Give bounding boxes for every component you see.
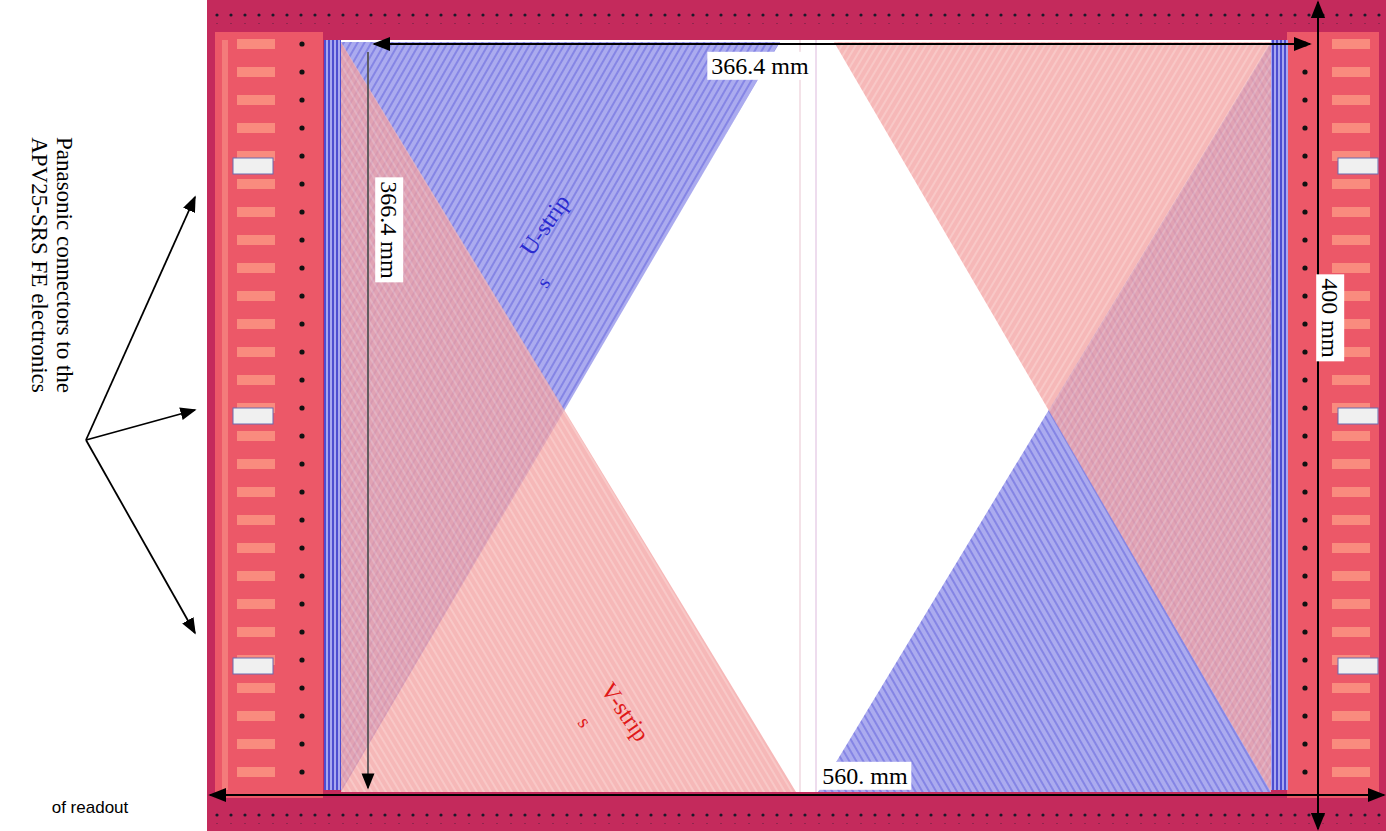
dimension-label: 560. mm (818, 762, 911, 790)
dimension-label: 366.4 mm (375, 177, 403, 282)
dimension-label: 400 mm (1316, 274, 1344, 361)
callout-text: Panasonic connectors to the APV25-SRS FE… (27, 120, 78, 410)
caption-fragment: of readout (52, 799, 129, 818)
dimension-label: 366.4 mm (707, 52, 812, 80)
